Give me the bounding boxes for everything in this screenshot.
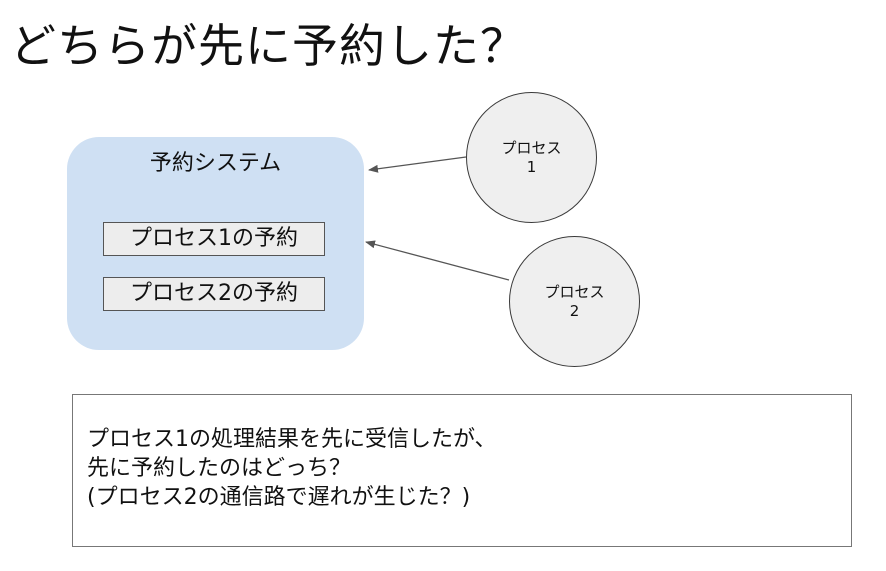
reservation-system-label: 予約システム <box>149 151 282 176</box>
reservation-system-box: 予約システム プロセス1の予約 プロセス2の予約 <box>67 137 364 350</box>
note-line-2: 先に予約したのはどっち？ <box>87 456 352 481</box>
process-1-node: プロセス 1 <box>466 92 597 223</box>
note-text: プロセス1の処理結果を先に受信したが、 先に予約したのはどっち？ (プロセス2の… <box>87 425 497 512</box>
process-1-number: 1 <box>526 157 537 176</box>
slide-title: どちらが先に予約した？ <box>10 19 527 73</box>
process-1-name: プロセス <box>501 138 562 157</box>
note-line-1: プロセス1の処理結果を先に受信したが、 <box>87 427 497 452</box>
note-box: プロセス1の処理結果を先に受信したが、 先に予約したのはどっち？ (プロセス2の… <box>72 394 852 547</box>
process-2-node: プロセス 2 <box>509 236 640 367</box>
process-1-arrow <box>368 156 467 173</box>
process-2-number: 2 <box>569 301 580 320</box>
process-1-reservation-slot: プロセス1の予約 <box>103 222 325 256</box>
process-2-name: プロセス <box>544 282 605 301</box>
process-2-arrow <box>365 240 510 281</box>
process-2-reservation-slot: プロセス2の予約 <box>103 277 325 311</box>
note-line-3: (プロセス2の通信路で遅れが生じた？) <box>87 485 471 510</box>
